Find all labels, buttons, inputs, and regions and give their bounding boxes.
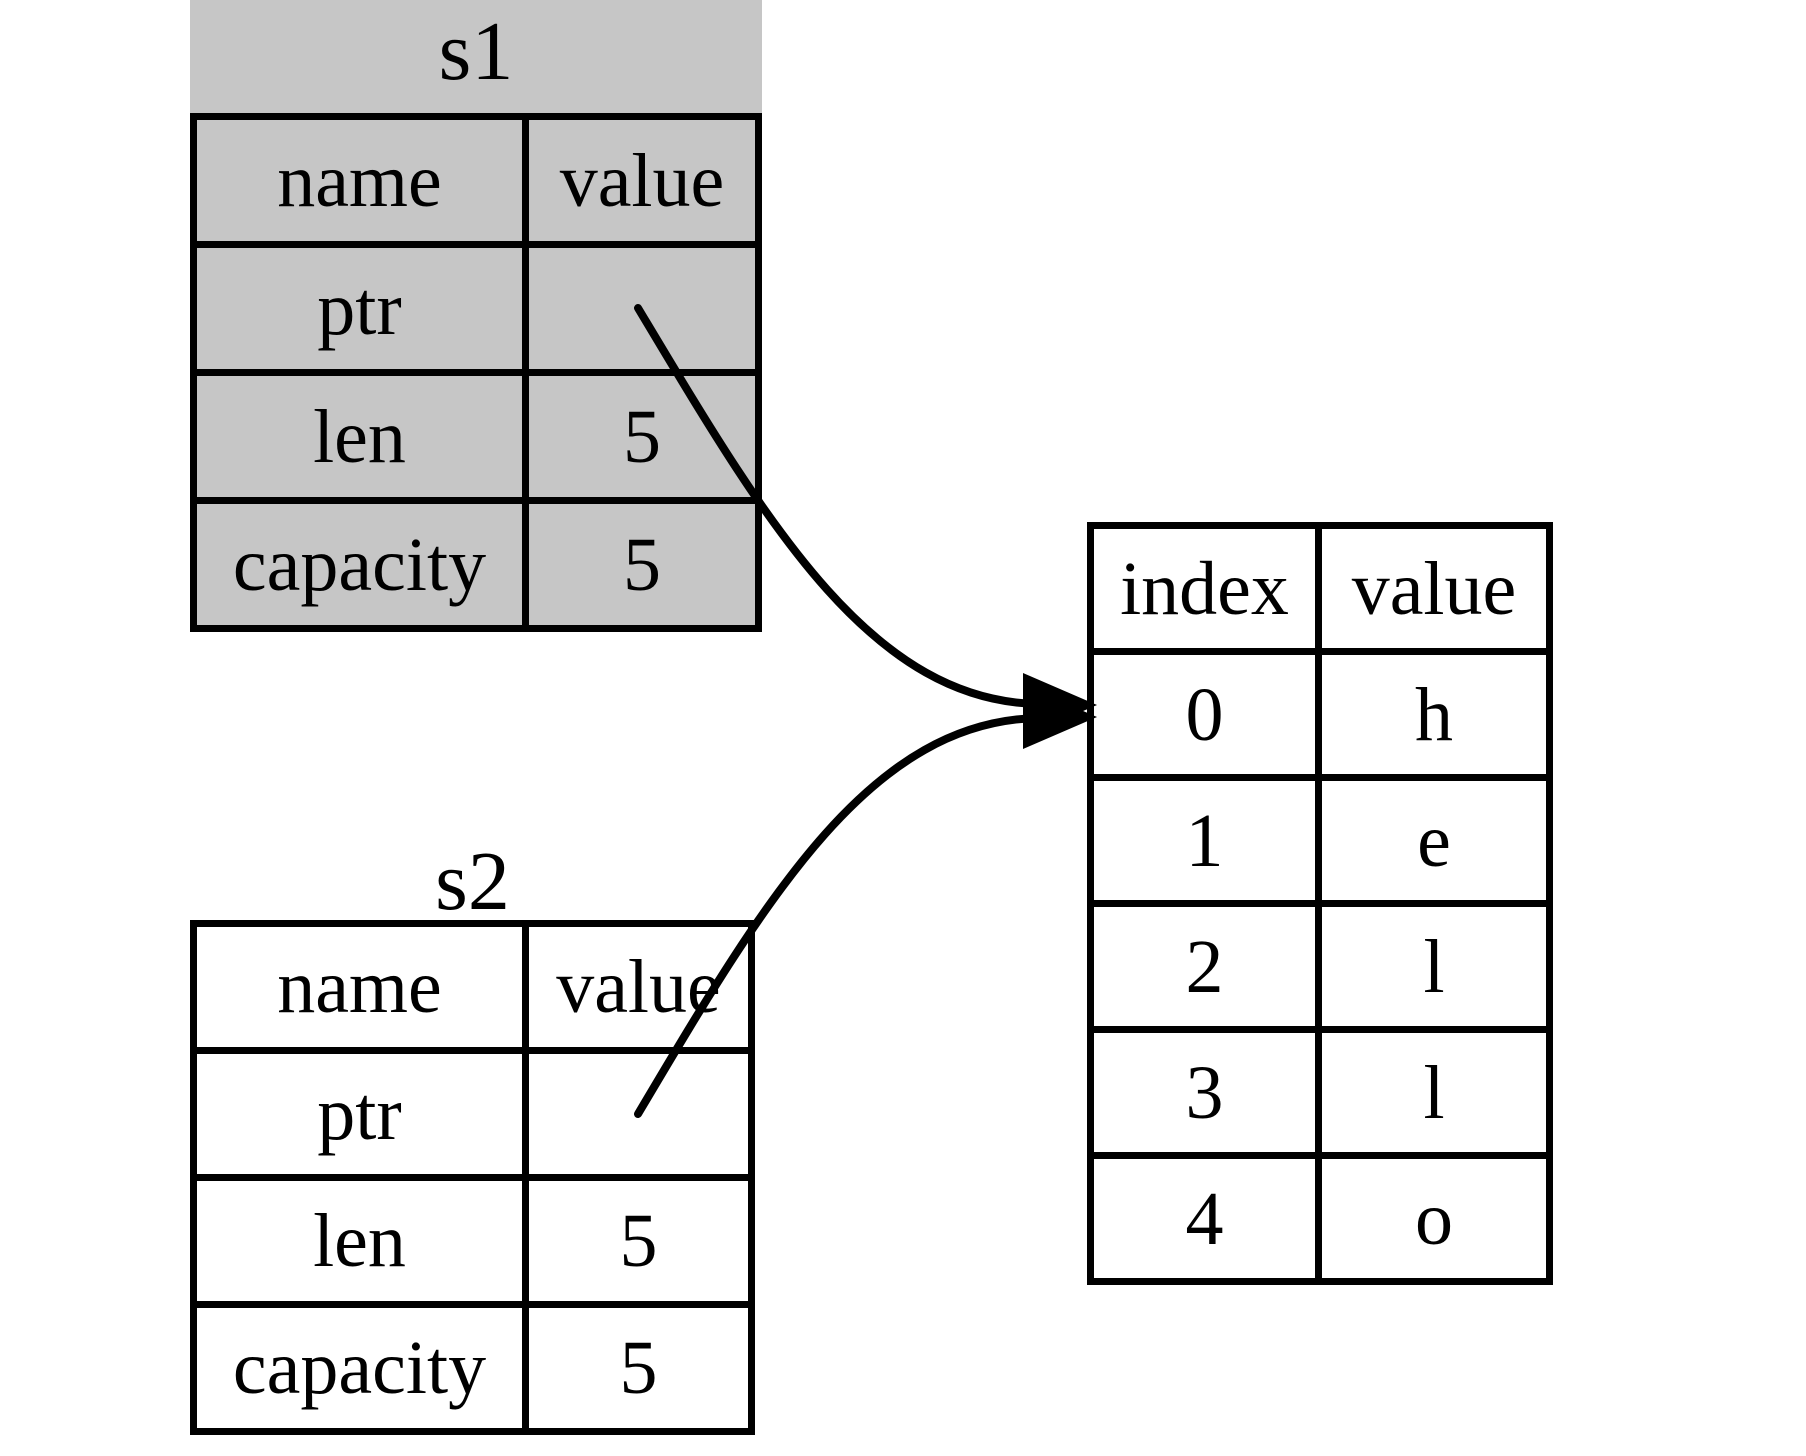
s2-header-name: name	[197, 927, 522, 1047]
heap-row3-index: 3	[1094, 1033, 1315, 1152]
s2-len-label: len	[197, 1181, 522, 1301]
s2-capacity-label: capacity	[197, 1308, 522, 1428]
s1-header-name: name	[197, 120, 522, 241]
heap-row4-value: o	[1322, 1159, 1546, 1278]
heap-row1-value: e	[1322, 781, 1546, 900]
heap-row2-value: l	[1322, 907, 1546, 1026]
s2-table: name value ptr len 5 capacity 5	[190, 920, 755, 1435]
s1-title: s1	[438, 5, 514, 98]
s2-ptr-arrowhead-icon	[1023, 685, 1097, 749]
s2-ptr-value	[529, 1054, 748, 1174]
heap-table: index value 0 h 1 e 2 l 3 l 4 o	[1087, 522, 1553, 1285]
heap-row0-value: h	[1322, 655, 1546, 774]
s1-ptr-value	[529, 248, 755, 369]
s1-ptr-label: ptr	[197, 248, 522, 369]
s2-ptr-label: ptr	[197, 1054, 522, 1174]
s1-table: name value ptr len 5 capacity 5	[190, 113, 762, 632]
s1-capacity-value: 5	[529, 504, 755, 625]
heap-row0-index: 0	[1094, 655, 1315, 774]
s2-len-value: 5	[529, 1181, 748, 1301]
heap-header-index: index	[1094, 529, 1315, 648]
s1-len-label: len	[197, 376, 522, 497]
s2-title: s2	[435, 835, 510, 928]
heap-row4-index: 4	[1094, 1159, 1315, 1278]
s2-capacity-value: 5	[529, 1308, 748, 1428]
heap-row1-index: 1	[1094, 781, 1315, 900]
s1-header-value: value	[529, 120, 755, 241]
s1-capacity-label: capacity	[197, 504, 522, 625]
s1-ptr-arrowhead-icon	[1023, 673, 1097, 737]
s2-header-value: value	[529, 927, 748, 1047]
heap-row3-value: l	[1322, 1033, 1546, 1152]
heap-row2-index: 2	[1094, 907, 1315, 1026]
s1-len-value: 5	[529, 376, 755, 497]
heap-header-value: value	[1322, 529, 1546, 648]
